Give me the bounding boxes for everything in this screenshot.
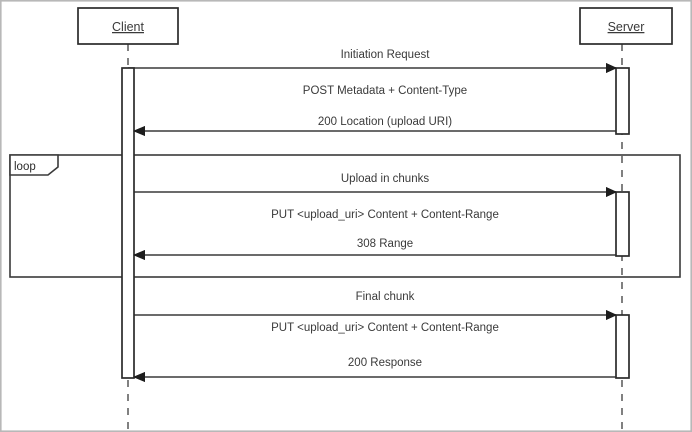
- participant-label-server: Server: [608, 20, 645, 34]
- message-caption-1: Initiation Request: [341, 49, 431, 61]
- loop-fragment-label: loop: [14, 161, 36, 173]
- participant-box-client[interactable]: [77, 7, 179, 45]
- activation-bar-server-3: [615, 314, 630, 379]
- message-caption-3: Upload in chunks: [341, 173, 429, 185]
- message-label-2: 200 Location (upload URI): [318, 116, 452, 128]
- loop-fragment-tab: [9, 154, 59, 176]
- message-arrowhead-4-top: [133, 250, 145, 260]
- participant-label-client: Client: [112, 20, 144, 34]
- message-label-3: PUT <upload_uri> Content + Content-Range: [271, 209, 499, 221]
- message-caption-5: Final chunk: [356, 291, 415, 303]
- activation-bar-server-2: [615, 191, 630, 257]
- message-arrowhead-2-top: [133, 126, 145, 136]
- message-label-1: POST Metadata + Content-Type: [303, 85, 467, 97]
- message-label-4: 308 Range: [357, 238, 413, 250]
- message-label-6: 200 Response: [348, 357, 422, 369]
- message-arrowhead-6-top: [133, 372, 145, 382]
- message-arrowhead-1-top: [606, 63, 617, 73]
- message-arrowhead-3-top: [606, 187, 617, 197]
- message-label-5: PUT <upload_uri> Content + Content-Range: [271, 322, 499, 334]
- loop-fragment-box: [9, 154, 681, 278]
- message-arrowhead-5-top: [606, 310, 617, 320]
- participant-box-server[interactable]: [579, 7, 673, 45]
- activation-bar-client: [121, 67, 135, 379]
- activation-bar-server-1: [615, 67, 630, 135]
